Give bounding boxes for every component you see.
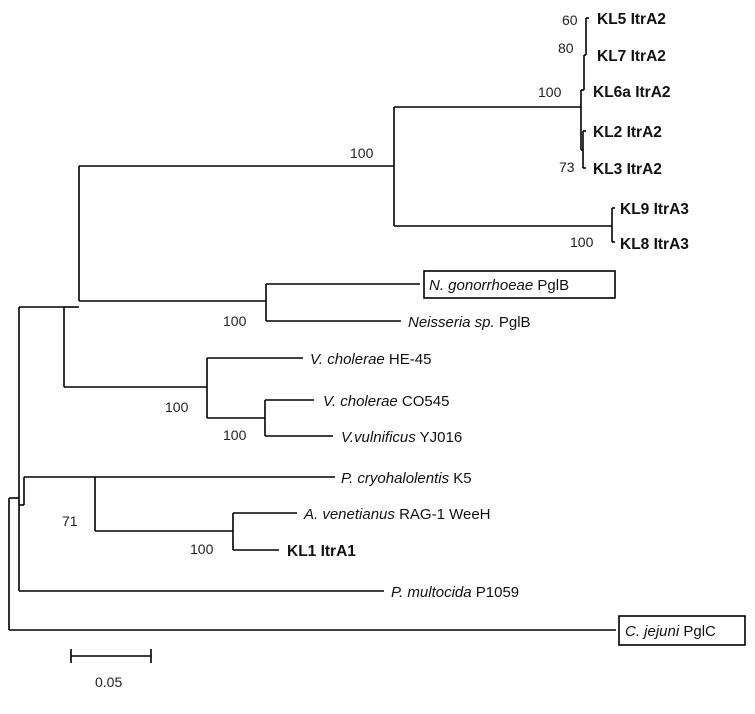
taxon-pmultocida: P. multocida P1059 <box>391 584 519 601</box>
taxon-vcholerae-co545: V. cholerae CO545 <box>323 393 449 410</box>
taxon-kl5: KL5 ItrA2 <box>597 11 666 28</box>
bootstrap-neisseria: 100 <box>223 313 247 329</box>
scale-bar-label: 0.05 <box>95 674 122 690</box>
taxon-kl7: KL7 ItrA2 <box>597 48 666 65</box>
scale-bar: 0.05 <box>70 649 152 690</box>
taxon-kl1: KL1 ItrA1 <box>287 543 356 560</box>
bootstrap-aven-kl1: 100 <box>190 541 214 557</box>
highlight-box-cjejuni <box>618 615 746 646</box>
taxon-pcryohalolentis: P. cryohalolentis K5 <box>341 470 472 487</box>
taxon-kl2: KL2 ItrA2 <box>593 124 662 141</box>
taxon-labels: KL5 ItrA2 KL7 ItrA2 KL6a ItrA2 KL2 ItrA2… <box>287 11 746 646</box>
bootstrap-kl5: 60 <box>562 12 578 28</box>
taxon-ngonorrhoeae: N. gonorrhoeae PglB <box>429 277 569 294</box>
taxon-vvulnificus: V.vulnificus YJ016 <box>341 429 462 446</box>
bootstrap-itra3: 100 <box>570 234 594 250</box>
taxon-kl6a: KL6a ItrA2 <box>593 84 671 101</box>
bootstrap-kl6a: 100 <box>538 84 562 100</box>
taxon-neisseria-sp: Neisseria sp. PglB <box>408 314 531 331</box>
tree-branches <box>8 17 616 631</box>
taxon-avenetianus: A. venetianus RAG-1 WeeH <box>303 506 491 523</box>
taxon-kl9: KL9 ItrA3 <box>620 201 689 218</box>
bootstrap-vibrio: 100 <box>165 399 189 415</box>
highlight-box-ngonorrhoeae <box>423 270 616 299</box>
bootstrap-kl3: 73 <box>559 159 575 175</box>
taxon-vcholerae-he45: V. cholerae HE-45 <box>310 351 431 368</box>
bootstrap-kl7: 80 <box>558 40 574 56</box>
taxon-kl3: KL3 ItrA2 <box>593 161 662 178</box>
taxon-kl8: KL8 ItrA3 <box>620 236 689 253</box>
bootstrap-pcry-clade: 71 <box>62 513 78 529</box>
bootstrap-values: 60 80 100 73 100 100 100 100 100 71 100 <box>62 12 594 557</box>
taxon-cjejuni: C. jejuni PglC <box>625 623 716 640</box>
bootstrap-itra2-itra3: 100 <box>350 145 374 161</box>
bootstrap-vibrio-inner: 100 <box>223 427 247 443</box>
